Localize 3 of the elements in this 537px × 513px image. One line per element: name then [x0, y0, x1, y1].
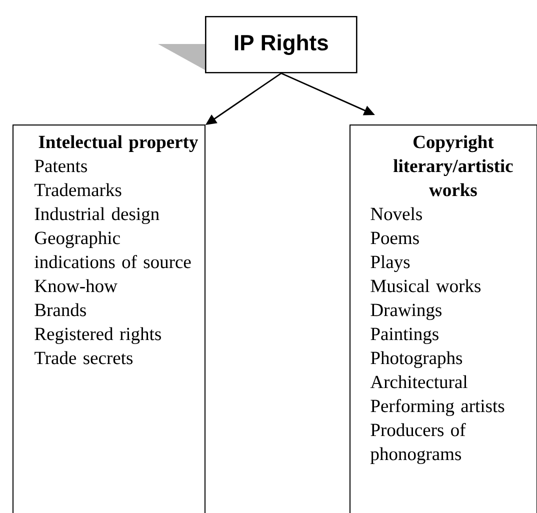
- list-box: Intelectual property Patents Trademarks Industrial design Geographic indications of source Know-how Brands Registered rights Trade secrets: [12, 124, 206, 513]
- title-box: IP Rights: [158, 16, 358, 74]
- list-box: Copyright literary/artistic works Novels Poems Plays Musical works Drawings Paintings Photographs Architectural Performing artists Producers of phonograms: [350, 124, 537, 513]
